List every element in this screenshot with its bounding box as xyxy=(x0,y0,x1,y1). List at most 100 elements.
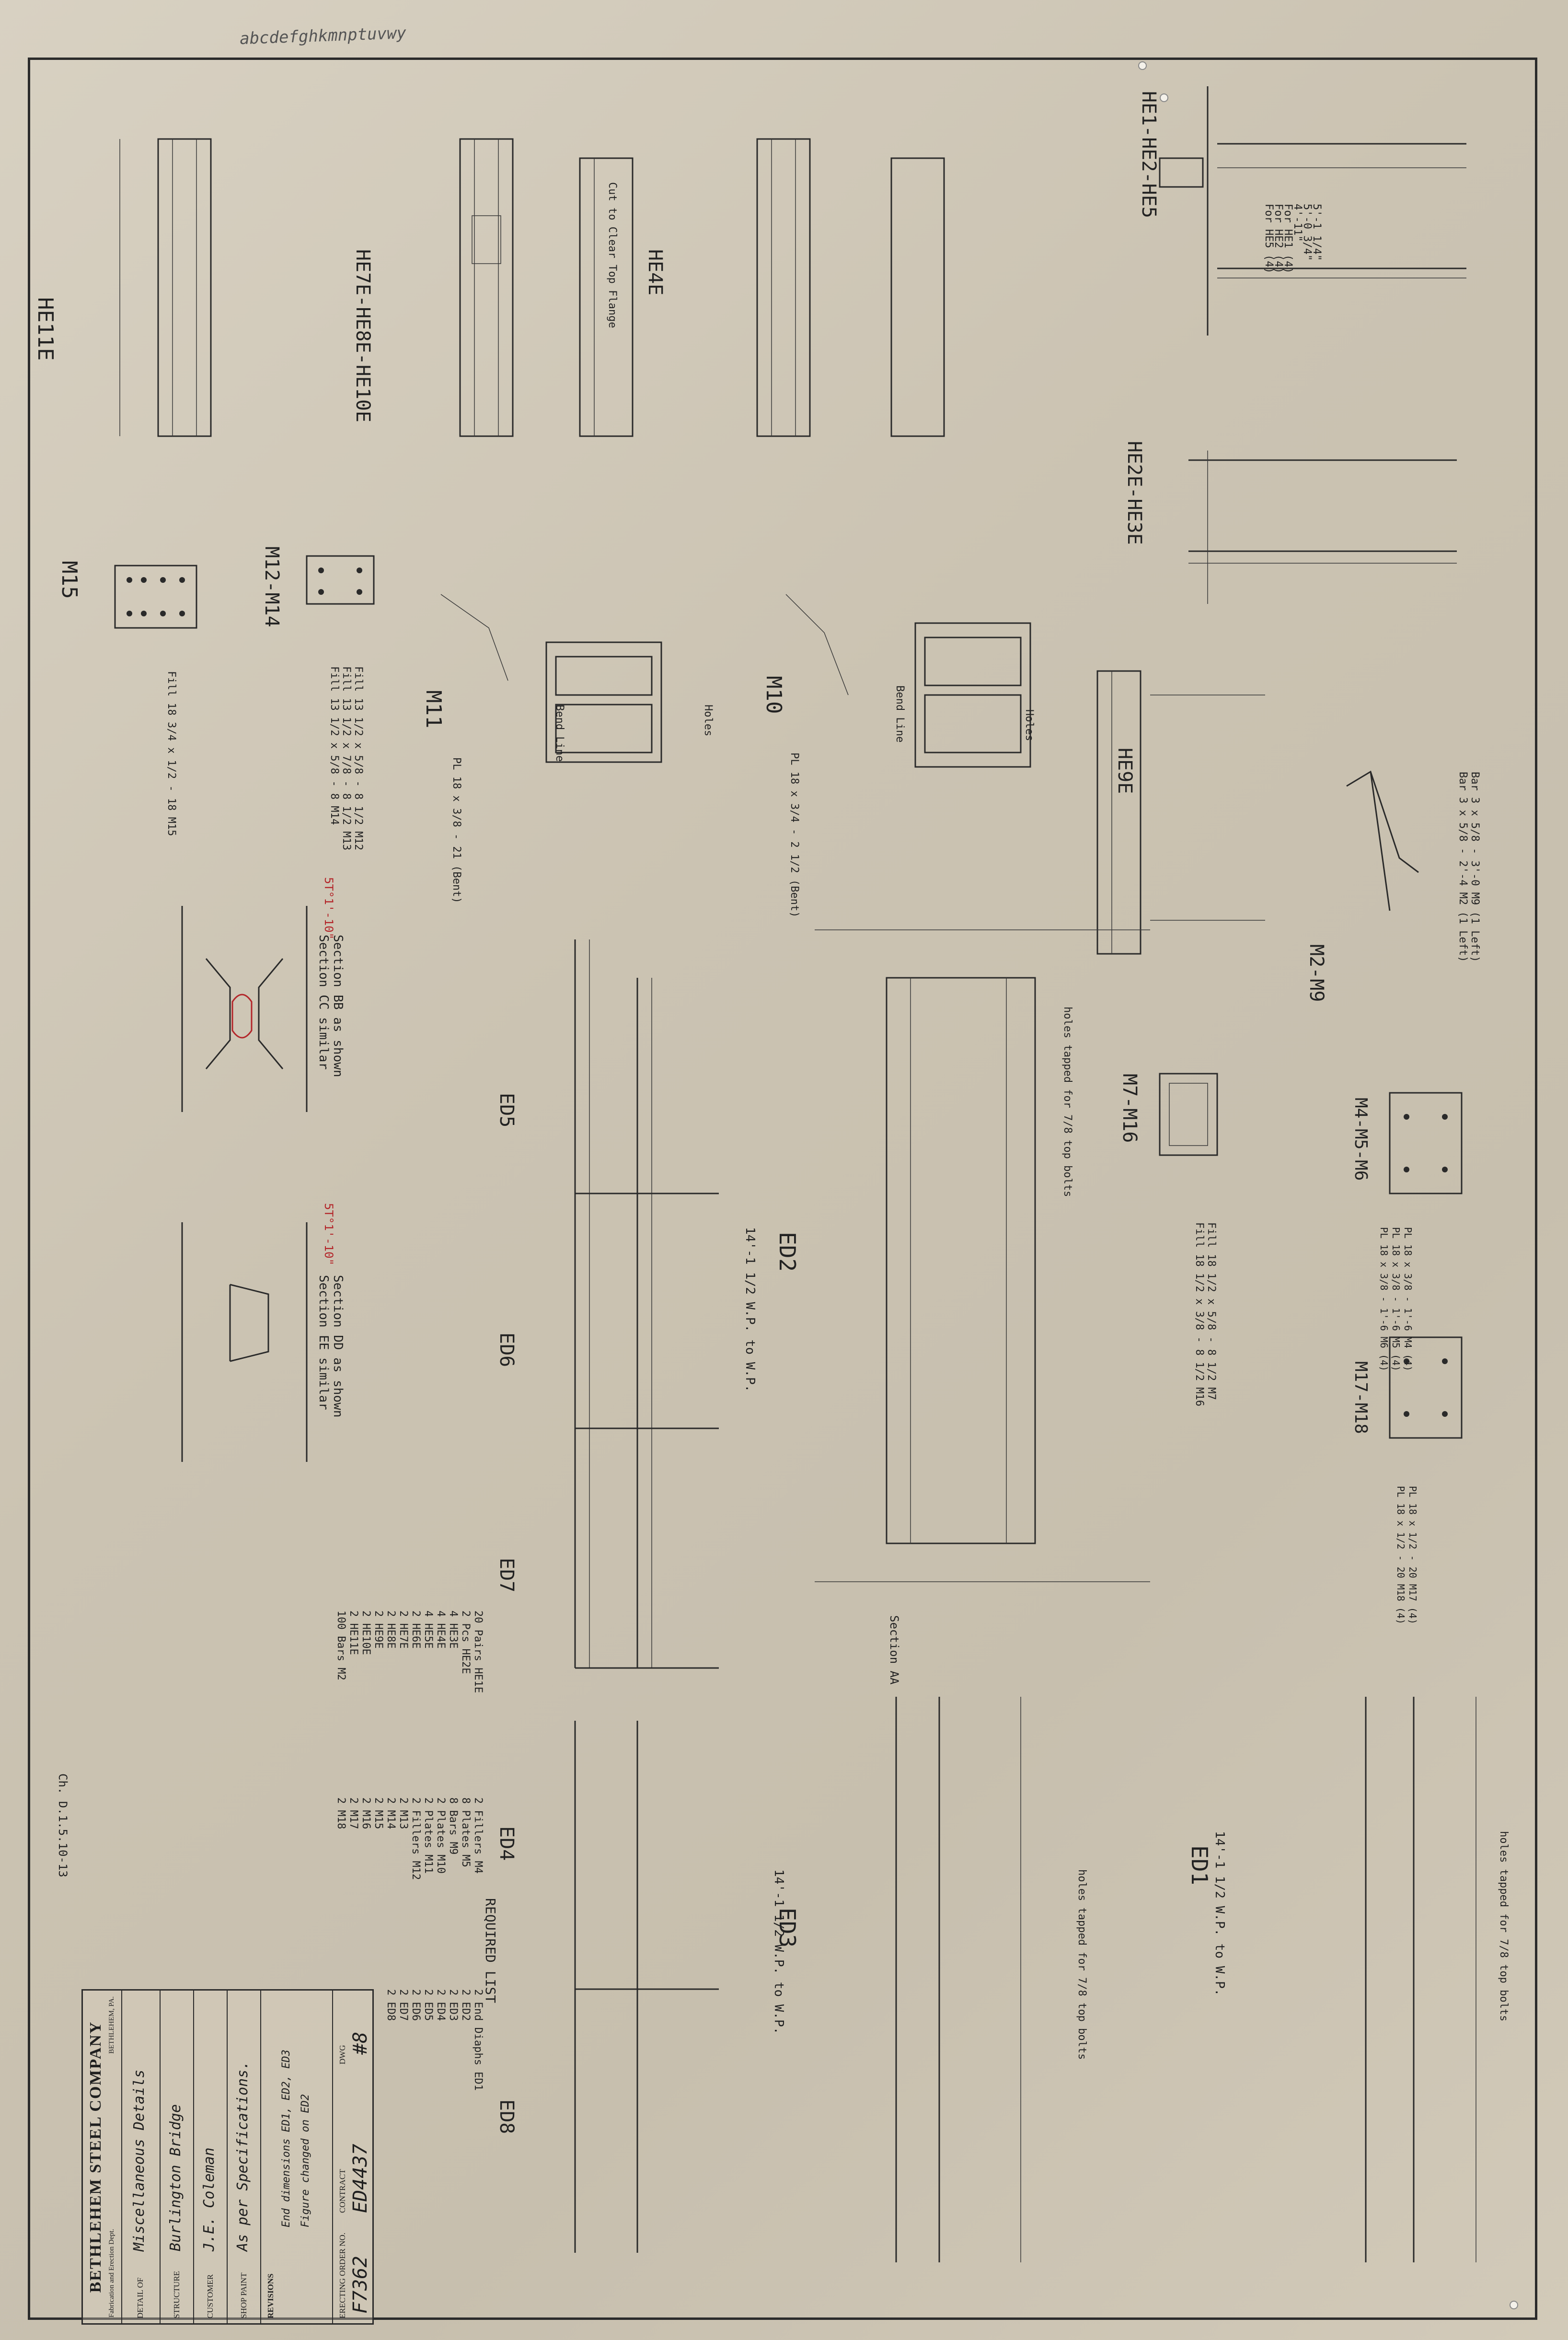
he1-he2-he5-detail xyxy=(1159,86,1466,336)
m15-detail xyxy=(114,565,197,629)
note-m4: PL 18 x 3/8 - 1'-6 M4 (4) xyxy=(1402,1227,1414,1372)
note-holes-tapped-ed2: holes tapped for 7/8 top bolts xyxy=(1061,1007,1073,1197)
label-m4-m5-m6: M4-M5-M6 xyxy=(1351,1098,1371,1181)
required-list-row: 8 Bars M9 xyxy=(447,1797,459,1855)
label-ed2: ED2 xyxy=(774,1232,800,1272)
label-he1-he2-he5: HE1-HE2-HE5 xyxy=(1138,91,1160,218)
required-list-row: 2 HE7E xyxy=(397,1610,409,1649)
note-holes-m10: Holes xyxy=(1023,709,1035,741)
he9e-lower-detail xyxy=(1096,670,1265,955)
ed1-assembly xyxy=(1365,1697,1476,2262)
contract-value: ED4437 xyxy=(349,2143,371,2213)
m17-m18-detail xyxy=(1389,1336,1463,1439)
detail-label: DETAIL OF xyxy=(136,2277,145,2318)
contract-label: CONTRACT xyxy=(338,2169,347,2213)
required-list-row: 2 ED2 xyxy=(460,1989,472,2021)
note-m2: Bar 3 x 5/8 - 2'-4 M2 (1 Left) xyxy=(1457,772,1469,962)
note-m5: PL 18 x 3/8 - 1'-6 M5 (4) xyxy=(1390,1227,1402,1372)
company-sub-right: BETHLEHEM, PA. xyxy=(108,1996,115,2054)
note-bend-line-m10: Bend Line xyxy=(894,685,906,743)
note-m15: Fill 18 3/4 x 1/2 - 18 M15 xyxy=(165,671,177,836)
required-list-row: 2 ED7 xyxy=(397,1989,409,2021)
section-bb xyxy=(181,906,308,1112)
required-list-row: 2 End Diaphs ED1 xyxy=(472,1989,484,2091)
required-list-row: 4 HE5E xyxy=(422,1610,434,1649)
required-list-row: 2 ED6 xyxy=(410,1989,422,2021)
label-ed8: ED8 xyxy=(496,2099,518,2134)
label-ed1: ED1 xyxy=(1187,1845,1212,1886)
section-dd xyxy=(181,1222,308,1462)
label-section-ee: Section EE similar xyxy=(316,1275,331,1410)
note-holes-tapped-ed3: holes tapped for 7/8 top bolts xyxy=(1076,1869,1088,2060)
ed4-ed8 xyxy=(574,1721,719,2253)
revisions-label: REVISIONS xyxy=(266,2273,275,2318)
note-dims: End dimensions ED1, ED2, ED3 xyxy=(280,2050,292,2227)
note-m14: Fill 13 1/2 x 5/8 - 8 M14 xyxy=(328,666,340,825)
required-list-row: 2 ED3 xyxy=(447,1989,459,2021)
drawing-label: DWG xyxy=(338,2045,347,2064)
label-ed4: ED4 xyxy=(496,1826,518,1861)
customer-value: J.E. Coleman xyxy=(201,2147,218,2251)
required-list-row: 2 Pcs HE2E xyxy=(460,1610,472,1674)
he6e-detail xyxy=(756,138,811,437)
red-note-1: 5T°1'-10" xyxy=(322,877,335,940)
customer-label: CUSTOMER xyxy=(206,2274,215,2318)
punch-hole xyxy=(1160,93,1168,102)
note-he5: For HE5 (4) xyxy=(1263,204,1275,274)
note-holes-m11: Holes xyxy=(702,705,714,737)
note-m16: Fill 18 1/2 x 3/8 - 8 1/2 M16 xyxy=(1193,1222,1205,1407)
required-list-row: 2 HE11E xyxy=(347,1610,359,1655)
shop-paint-value: As per Specifications. xyxy=(234,2061,251,2251)
length-ed1: 14'-1 1/2 W.P. to W.P. xyxy=(1212,1831,1227,1996)
required-list-row: 2 M16 xyxy=(360,1797,372,1830)
drawing-border xyxy=(28,58,1537,2320)
dim-he5: 5'-1 1/4" xyxy=(1311,204,1323,261)
label-he7-he8-he10e: HE7E-HE8E-HE10E xyxy=(352,249,374,423)
he2e-he3e-detail xyxy=(1188,451,1457,604)
structure-label: STRUCTURE xyxy=(172,2270,181,2318)
required-list-row: 2 M14 xyxy=(385,1797,397,1830)
note-m7: Fill 18 1/2 x 5/8 - 8 1/2 M7 xyxy=(1205,1222,1217,1400)
order-value: F7362 xyxy=(349,2256,371,2314)
drawing-value: #8 xyxy=(349,2031,371,2055)
label-m17-m18: M17-M18 xyxy=(1351,1361,1371,1434)
required-list-row: 2 Fillers M12 xyxy=(410,1797,422,1880)
label-m15: M15 xyxy=(57,561,81,599)
note-m18: PL 18 x 1/2 - 20 M18 (4) xyxy=(1395,1486,1407,1624)
company-sub-left: Fabrication and Erection Dept. xyxy=(108,2229,115,2317)
note-m10: PL 18 x 3/4 - 2 1/2 (Bent) xyxy=(788,753,800,918)
required-list-row: 8 Plates M5 xyxy=(460,1797,472,1867)
length-ed2: 14'-1 1/2 W.P. to W.P. xyxy=(743,1227,757,1392)
required-list-row: 2 M13 xyxy=(397,1797,409,1830)
detail-value: Miscellaneous Details xyxy=(131,2069,148,2251)
note-m9: Bar 3 x 5/8 - 3'-0 M9 (1 Left) xyxy=(1469,772,1481,962)
label-ed7: ED7 xyxy=(496,1558,518,1593)
required-list-row: 2 M18 xyxy=(335,1797,347,1830)
required-list-row: 4 HE4E xyxy=(435,1610,447,1649)
red-note-2: 5T°1'-10" xyxy=(322,1203,335,1266)
label-m10: M10 xyxy=(761,676,786,714)
label-section-dd: Section DD as shown xyxy=(331,1275,345,1418)
ed2-assembly xyxy=(815,929,1150,1582)
m10-detail xyxy=(785,594,1031,768)
label-he11e: HE11E xyxy=(33,297,58,361)
label-ed6: ED6 xyxy=(496,1332,518,1367)
he7-he8-he10-detail xyxy=(459,138,514,437)
ed3-assembly xyxy=(895,1697,1021,2262)
m4-m6-detail xyxy=(1389,1092,1463,1194)
m2-m9-detail xyxy=(1346,770,1419,911)
order-label: ERECTING ORDER NO. xyxy=(338,2233,347,2318)
structure-value: Burlington Bridge xyxy=(167,2104,184,2251)
label-section-aa: Section AA xyxy=(888,1615,901,1685)
ed-left-column xyxy=(574,939,719,1669)
note-m6: PL 18 x 3/8 - 1'-6 M6 (4) xyxy=(1378,1227,1390,1372)
note-m13: Fill 13 1/2 x 7/8 - 8 1/2 M13 xyxy=(340,666,352,851)
he11e-detail xyxy=(119,138,212,437)
required-list-row: 100 Bars M2 xyxy=(335,1610,347,1680)
label-m11: M11 xyxy=(421,690,446,729)
label-he2e-he3e: HE2E-HE3E xyxy=(1123,441,1145,545)
note-m17: PL 18 x 1/2 - 20 M17 (4) xyxy=(1407,1486,1418,1624)
label-he9e: HE9E xyxy=(1114,748,1136,794)
